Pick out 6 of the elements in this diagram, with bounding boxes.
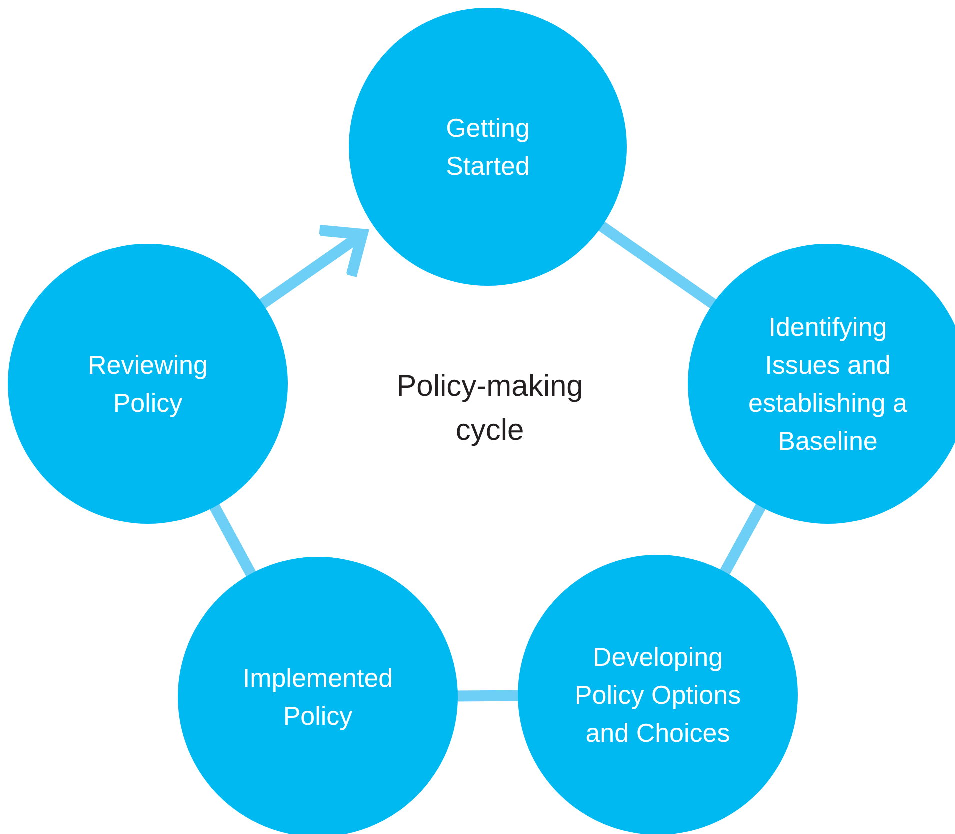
stage-label: Reviewing Policy	[87, 349, 209, 420]
stage-label: Developing Policy Options and Choices	[574, 641, 742, 750]
cycle-title: Policy-making cycle	[396, 369, 584, 449]
stage-label: Identifying Issues and establishing a Baseline	[748, 311, 908, 458]
stage-label: Getting Started	[445, 112, 531, 183]
stage-label: Implemented Policy	[242, 662, 394, 733]
